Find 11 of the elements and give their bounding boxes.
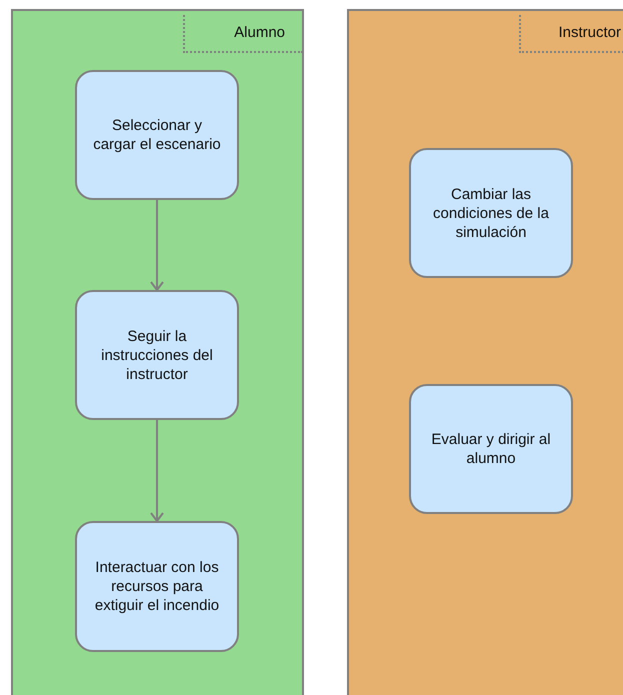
swimlane (347, 9, 623, 695)
swimlane (11, 9, 304, 695)
process-box: Seleccionar y cargar el escenario (75, 70, 239, 200)
arrow (150, 420, 164, 522)
process-box: Cambiar las condiciones de la simulación (409, 148, 573, 278)
arrow (150, 200, 164, 291)
lane-label: Instructor (519, 15, 623, 53)
process-box: Evaluar y dirigir al alumno (409, 384, 573, 514)
lane-label: Alumno (183, 15, 303, 53)
process-box: Interactuar con los recursos para extiguir el incendio (75, 521, 239, 652)
process-box: Seguir la instrucciones del instructor (75, 290, 239, 420)
